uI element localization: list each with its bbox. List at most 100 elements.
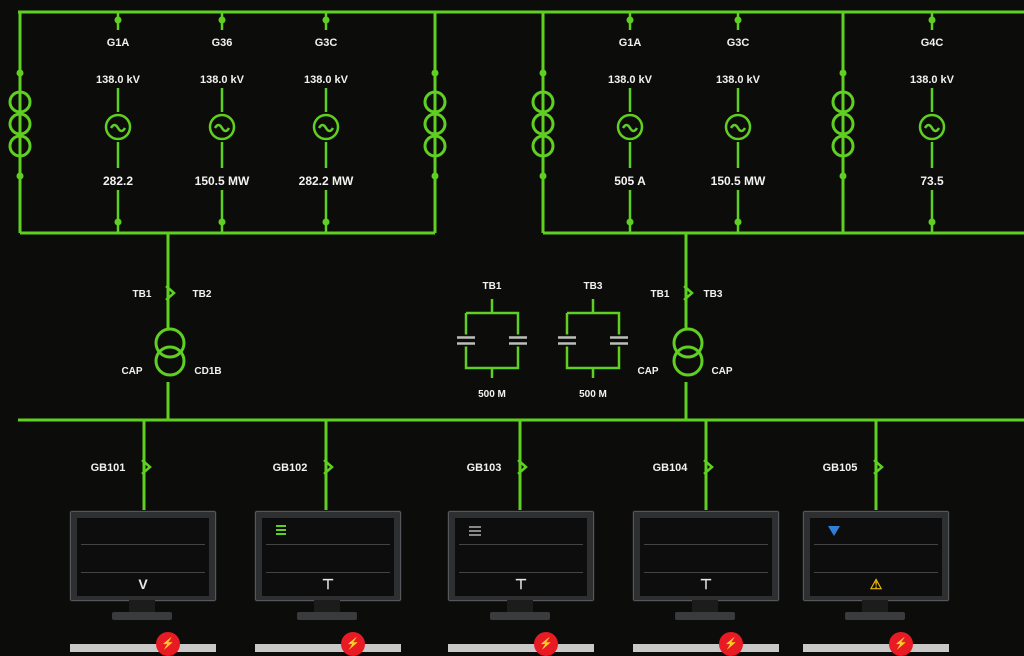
left-tie-label-right: CD1B	[194, 366, 221, 377]
breaker-icon[interactable]	[165, 285, 176, 301]
junction-dot	[839, 69, 847, 77]
label-bg	[182, 168, 262, 190]
monitor-screen: ⊤	[262, 518, 394, 596]
junction-dot	[431, 172, 439, 180]
generator-wave-icon	[317, 123, 335, 133]
status-icon: ⊤	[321, 576, 335, 592]
transformer-coil-icon[interactable]	[8, 134, 32, 158]
label-bg	[892, 168, 972, 190]
divider	[266, 572, 390, 573]
feeder-monitor-panel[interactable]: ⚠	[803, 511, 949, 601]
transformer-icon[interactable]	[154, 327, 186, 359]
reading-secondary-value	[282, 550, 284, 567]
device-strip	[70, 644, 216, 652]
alarm-icon[interactable]: ⚡	[889, 632, 913, 656]
generator-icon[interactable]	[104, 113, 132, 141]
cap-bank-name: TB1	[483, 281, 502, 292]
device-strip	[803, 644, 949, 652]
generator-icon[interactable]	[724, 113, 752, 141]
transformer-coil-icon[interactable]	[831, 134, 855, 158]
breaker-icon[interactable]	[323, 459, 334, 475]
feeder-monitor-panel[interactable]: ⊤	[633, 511, 779, 601]
transformer-icon[interactable]	[672, 327, 704, 359]
transformer-coil-icon[interactable]	[531, 134, 555, 158]
transformer-icon[interactable]	[672, 345, 704, 377]
generator-icon[interactable]	[616, 113, 644, 141]
divider	[644, 544, 768, 545]
junction-dot	[928, 16, 936, 24]
reading-row	[262, 548, 394, 570]
generator-voltage-left-0: 138.0 kV	[96, 74, 141, 86]
junction-dot	[218, 16, 226, 24]
junction-dot	[626, 16, 634, 24]
right-tie-tb-right: TB3	[704, 289, 723, 300]
status-icon: V	[138, 576, 148, 592]
monitor-stand	[314, 600, 340, 614]
monitor-base	[297, 612, 357, 620]
junction-dot	[218, 218, 226, 226]
level-bars-icon	[276, 525, 286, 537]
cap-bank-rating: 500 M	[579, 389, 607, 400]
breaker-icon[interactable]	[873, 459, 884, 475]
feeder-monitor-panel[interactable]: ⊤	[255, 511, 401, 601]
transformer-coil-icon[interactable]	[423, 134, 447, 158]
alarm-icon[interactable]: ⚡	[719, 632, 743, 656]
generator-wave-icon	[621, 123, 639, 133]
junction-dot	[114, 218, 122, 226]
transformer-coil-icon[interactable]	[423, 90, 447, 114]
feeder-monitor-panel[interactable]: ⊤	[448, 511, 594, 601]
generator-name-right-1: G3C	[727, 37, 750, 49]
label-bg	[78, 168, 158, 190]
monitor-base	[490, 612, 550, 620]
label-bg	[698, 168, 778, 190]
generator-icon[interactable]	[918, 113, 946, 141]
divider	[266, 544, 390, 545]
left-tie-label-left: CAP	[121, 366, 142, 377]
transformer-coil-icon[interactable]	[831, 90, 855, 114]
label-bg	[590, 168, 670, 190]
breaker-icon[interactable]	[141, 459, 152, 475]
status-icon: ⚠	[869, 576, 883, 592]
transformer-coil-icon[interactable]	[531, 90, 555, 114]
divider	[814, 544, 938, 545]
feeder-name-gb103: GB103	[467, 462, 502, 474]
monitor-screen: V	[77, 518, 209, 596]
alarm-icon[interactable]: ⚡	[534, 632, 558, 656]
reading-primary-value	[103, 522, 105, 539]
breaker-icon[interactable]	[703, 459, 714, 475]
generator-value-right-2: 73.5	[920, 174, 944, 188]
right-tie-tb-left: TB1	[651, 289, 670, 300]
generator-voltage-left-1: 138.0 kV	[200, 74, 245, 86]
reading-secondary-value	[830, 550, 832, 567]
transformer-coil-icon[interactable]	[8, 90, 32, 114]
transformer-coil-icon[interactable]	[423, 112, 447, 136]
feeder-name-gb102: GB102	[273, 462, 308, 474]
reading-primary-value	[491, 522, 493, 539]
breaker-icon[interactable]	[683, 285, 694, 301]
junction-dot	[16, 69, 24, 77]
alarm-icon[interactable]: ⚡	[156, 632, 180, 656]
transformer-coil-icon[interactable]	[831, 112, 855, 136]
generator-icon[interactable]	[208, 113, 236, 141]
junction-dot	[322, 218, 330, 226]
reading-secondary-value	[97, 550, 99, 567]
generator-value-right-1: 150.5 MW	[711, 174, 766, 188]
triangle-down-icon	[828, 526, 840, 536]
reading-primary-value	[296, 522, 298, 539]
reading-secondary-value	[660, 550, 662, 567]
feeder-monitor-panel[interactable]: V	[70, 511, 216, 601]
transformer-coil-icon[interactable]	[531, 112, 555, 136]
generator-icon[interactable]	[312, 113, 340, 141]
generator-voltage-right-1: 138.0 kV	[716, 74, 761, 86]
generator-voltage-right-2: 138.0 kV	[910, 74, 955, 86]
right-tie-label-right: CAP	[711, 366, 732, 377]
transformer-icon[interactable]	[154, 345, 186, 377]
junction-dot	[322, 16, 330, 24]
alarm-icon[interactable]: ⚡	[341, 632, 365, 656]
generator-name-right-0: G1A	[619, 37, 642, 49]
reading-row	[810, 520, 942, 542]
breaker-icon[interactable]	[517, 459, 528, 475]
divider	[81, 544, 205, 545]
transformer-coil-icon[interactable]	[8, 112, 32, 136]
divider	[814, 572, 938, 573]
